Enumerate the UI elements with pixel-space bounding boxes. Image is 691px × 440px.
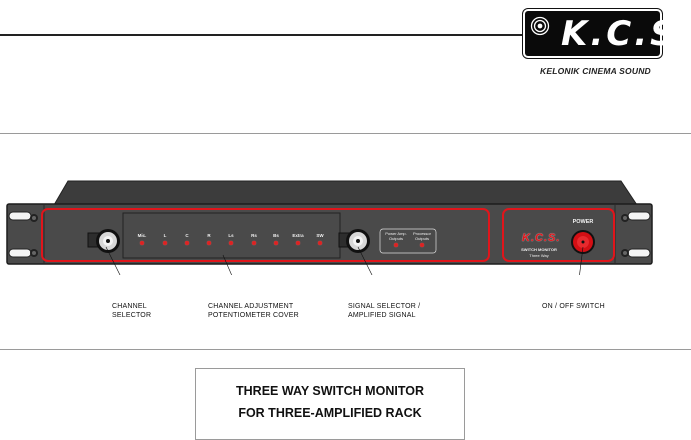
screw-icon xyxy=(621,214,629,222)
callout-pot-cover: CHANNEL ADJUSTMENT POTENTIOMETER COVER xyxy=(208,303,299,319)
channel-led xyxy=(318,241,322,245)
power-label: POWER xyxy=(572,219,594,225)
rack-slot xyxy=(627,248,651,258)
logo-tagline: KELONIK CINEMA SOUND xyxy=(540,66,651,76)
channel-label-c: C xyxy=(185,233,189,238)
target-icon xyxy=(530,16,550,36)
channel-led xyxy=(229,241,233,245)
chassis-top xyxy=(53,180,638,206)
rack-slot xyxy=(8,211,32,221)
screw-icon xyxy=(30,249,38,257)
main-section-outline xyxy=(41,208,490,262)
channel-label-mic: Mic. xyxy=(137,233,147,238)
panel-brand-logo: K.C.S. xyxy=(522,232,561,244)
title-box: THREE WAY SWITCH MONITOR FOR THREE-AMPLI… xyxy=(195,368,465,440)
channel-led xyxy=(163,241,167,245)
rack-panel xyxy=(6,180,653,275)
top-rule xyxy=(0,34,525,36)
power-section-outline xyxy=(502,208,615,262)
section-divider-top xyxy=(0,133,691,134)
channel-label-l: L xyxy=(163,233,167,238)
processor-outputs-label: Processor Outputs xyxy=(412,231,431,241)
power-amp-output-led xyxy=(394,243,398,247)
channel-label-extra: Extra xyxy=(292,233,304,238)
front-panel xyxy=(6,203,653,265)
power-amp-outputs-label: Power Amp. Outputs xyxy=(385,231,407,241)
channel-label-rs: Rs xyxy=(251,233,257,238)
section-divider-bottom xyxy=(0,349,691,350)
channel-led xyxy=(140,241,144,245)
screw-icon xyxy=(621,249,629,257)
callout-power-switch: ON / OFF SWITCH xyxy=(542,303,605,310)
title-line-1: THREE WAY SWITCH MONITOR xyxy=(236,384,424,398)
callout-signal-selector: SIGNAL SELECTOR / AMPLIFIED SIGNAL xyxy=(348,303,421,319)
channel-led xyxy=(252,241,256,245)
channel-label-bs: Bs xyxy=(273,233,279,238)
channel-led xyxy=(274,241,278,245)
processor-output-led xyxy=(420,243,424,247)
channel-label-r: R xyxy=(207,233,211,238)
panel-brand-sub1: SWITCH MONITOR xyxy=(521,247,557,252)
channel-led xyxy=(296,241,300,245)
kcs-logo: K.C.S. xyxy=(525,11,691,56)
channel-led xyxy=(185,241,189,245)
callout-channel-selector: CHANNEL SELECTOR xyxy=(112,303,152,319)
output-led-box xyxy=(379,228,437,254)
title-line-2: FOR THREE-AMPLIFIED RACK xyxy=(238,406,422,420)
channel-label-sw: SW xyxy=(316,233,324,238)
panel-brand-sub2: Three Way xyxy=(529,253,549,258)
channel-label-ls: Ls xyxy=(228,233,234,238)
rack-slot xyxy=(627,211,651,221)
screw-icon xyxy=(30,214,38,222)
logo-text: K.C.S. xyxy=(561,14,691,54)
rack-slot xyxy=(8,248,32,258)
channel-led xyxy=(207,241,211,245)
